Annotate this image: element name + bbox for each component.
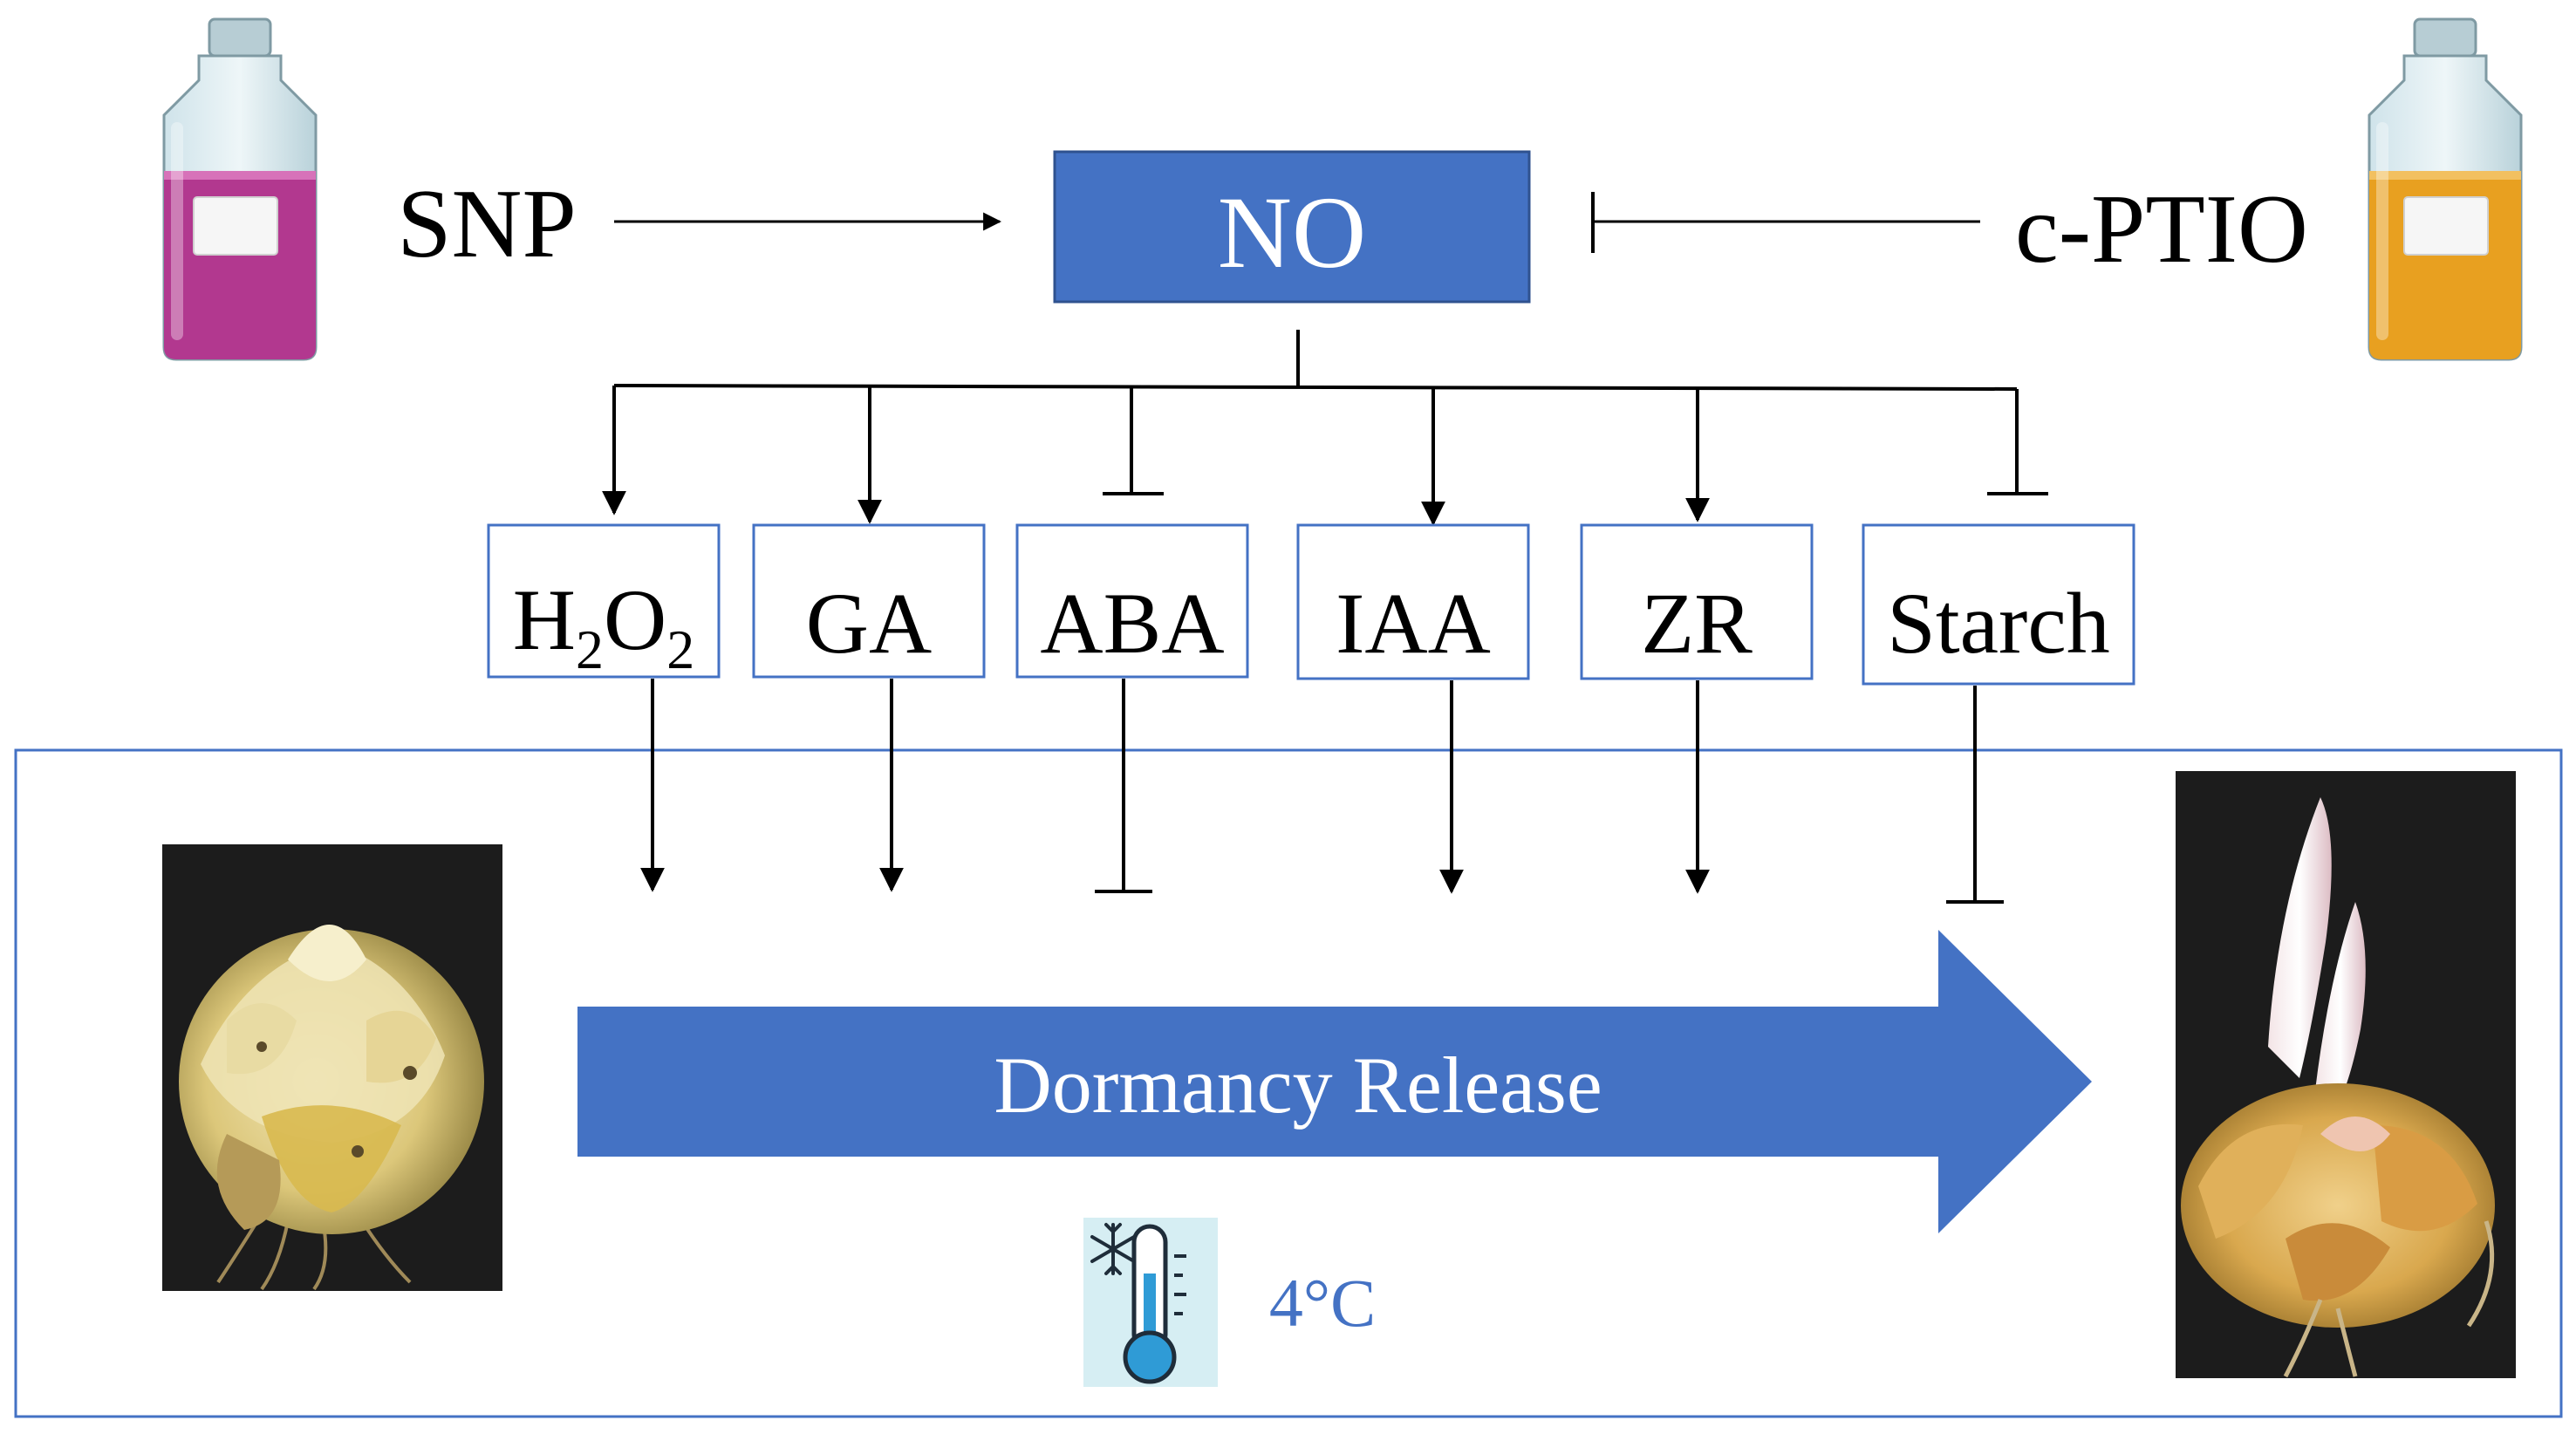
iaa-label: IAA [1336,575,1491,672]
target-effect-lines [640,679,2004,904]
process-panel [14,748,2563,1418]
target-box-h2o2: H2O2 [487,523,721,680]
snp-label: SNP [397,170,576,278]
target-box-zr: ZR [1580,523,1814,680]
cptio-bottle-icon [2368,17,2523,361]
starch-label: Starch [1887,575,2109,672]
dormancy-release-arrow: Dormancy Release [577,930,2092,1233]
target-box-aba: ABA [1015,523,1249,679]
target-box-iaa: IAA [1296,523,1530,680]
target-box-ga: GA [752,523,986,679]
snp-bottle-icon [162,17,318,361]
aba-label: ABA [1040,575,1224,672]
dormant-bulb-image [162,844,502,1291]
cptio-inhibits-no-line [1591,192,1980,253]
thermometer-snowflake-icon [1083,1218,1218,1387]
temperature-label: 4°C [1269,1265,1376,1341]
dormancy-release-label: Dormancy Release [994,1041,1602,1130]
sprouted-bulb-image [2176,771,2516,1378]
ga-label: GA [806,575,932,672]
h2o2-label: H2O2 [513,571,694,680]
cptio-label: c-PTIO [2015,175,2308,283]
target-box-starch: Starch [1862,523,2135,686]
no-branch-lines [602,330,2048,526]
no-label: NO [1218,175,1366,290]
zr-label: ZR [1641,575,1753,672]
no-box: NO [1053,150,1531,304]
